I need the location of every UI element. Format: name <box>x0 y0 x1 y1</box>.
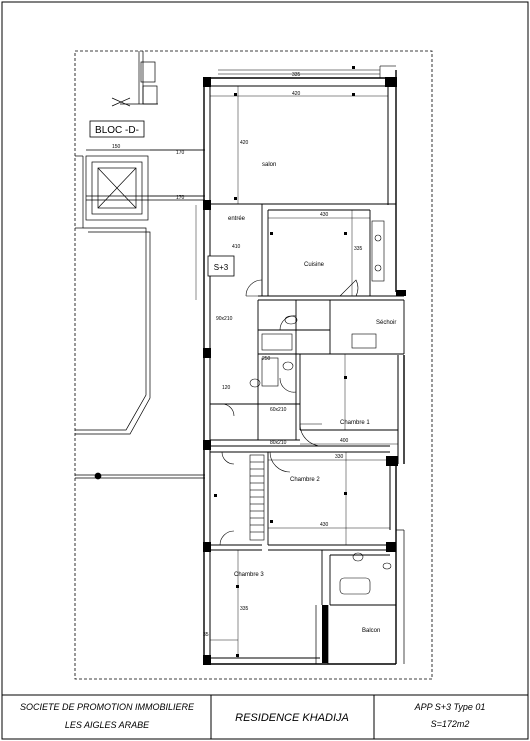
apartment-type: APP S+3 Type 01 <box>414 702 486 712</box>
door-bath-1 <box>279 315 297 331</box>
company-line2: LES AIGLES ARABE <box>65 720 150 730</box>
unit-tag-frame <box>207 255 235 277</box>
facade-line <box>75 472 205 480</box>
dim-door-90x210: 90x210 <box>216 316 233 322</box>
dim-chambre1-width: 400 <box>340 438 349 444</box>
dim-left-170a: 170 <box>176 150 185 156</box>
door-chambre2 <box>269 451 291 473</box>
dim-door-60x210: 60x210 <box>270 407 287 413</box>
dim-left-170b: 170 <box>176 195 185 201</box>
room-chambre1: Chambre 1 <box>340 420 370 426</box>
room-balcon: Balcon <box>362 628 380 634</box>
dim-top-span: 335 <box>292 72 301 78</box>
dim-cuisine-width: 430 <box>320 212 329 218</box>
company-line1: SOCIETE DE PROMOTION IMMOBILIERE <box>20 702 195 712</box>
room-salon: salon <box>262 162 276 168</box>
outer-walls <box>203 70 405 665</box>
dim-salon-width: 420 <box>292 91 301 97</box>
balcony <box>315 529 405 664</box>
sanitary-fixtures[interactable] <box>249 220 392 595</box>
dimension-lines <box>150 86 398 658</box>
door-chambre3 <box>219 530 235 546</box>
door-chambre1 <box>299 423 323 447</box>
door-corridor <box>221 403 235 417</box>
door-swings[interactable] <box>219 279 359 546</box>
room-entree: entrée <box>228 216 246 222</box>
door-entree <box>245 279 263 297</box>
apartment-area: S=172m2 <box>431 719 470 729</box>
structural-posts[interactable] <box>203 77 406 665</box>
dim-small-250: 250 <box>262 356 271 362</box>
dim-small-150: 150 <box>112 144 121 150</box>
dimension-ticks <box>214 66 355 657</box>
room-cuisine: Cuisine <box>304 262 325 268</box>
door-wc <box>221 451 235 465</box>
dim-cuisine-depth: 335 <box>354 246 363 252</box>
dim-door-80x210: 80x210 <box>270 440 287 446</box>
room-sechoir: Séchoir <box>376 320 396 326</box>
neighbour-block <box>75 51 205 435</box>
salon-window[interactable] <box>218 65 396 78</box>
dim-chambre3-depth: 335 <box>240 606 249 612</box>
project-name: RESIDENCE KHADIJA <box>235 712 349 724</box>
door-cuisine <box>339 279 359 297</box>
bloc-label: BLOC -D- <box>95 125 139 136</box>
bloc-label-frame <box>89 120 145 138</box>
unit-boundary-dashed <box>74 50 433 680</box>
unit-tag: S+3 <box>214 263 229 272</box>
interior-walls <box>210 203 405 606</box>
dim-small-35: 35 <box>203 632 209 638</box>
title-block <box>2 694 528 739</box>
dim-side-depth: 410 <box>232 244 241 250</box>
room-chambre2: Chambre 2 <box>290 477 320 483</box>
room-chambre3: Chambre 3 <box>234 572 264 578</box>
wardrobe-grating <box>249 454 265 541</box>
dim-chambre2-depth: 430 <box>320 522 329 528</box>
dim-small-120: 120 <box>222 385 231 391</box>
door-bath-2 <box>279 377 297 393</box>
dim-salon-depth: 420 <box>240 140 249 146</box>
dim-chambre2-width: 330 <box>335 454 344 460</box>
